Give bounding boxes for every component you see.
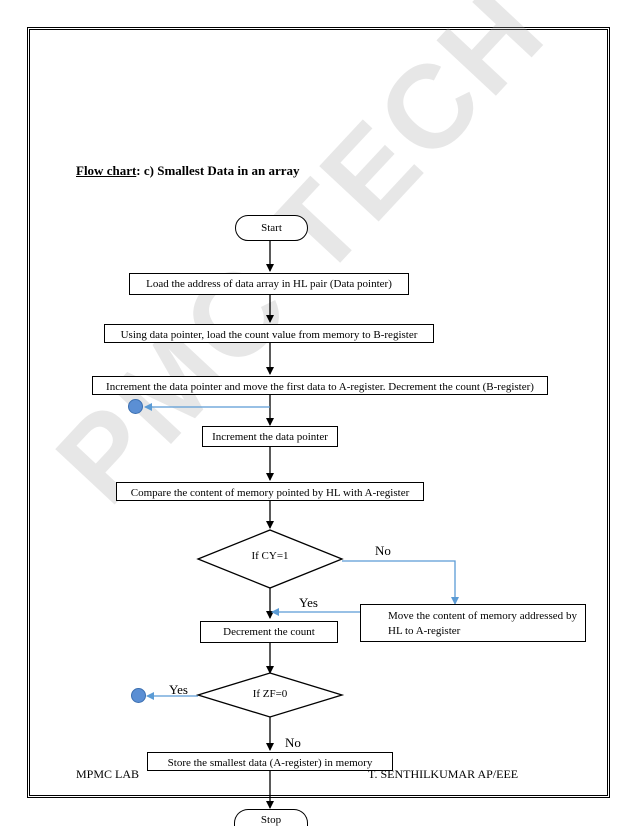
heading-suffix: : c) Smallest Data in an array [136, 163, 300, 178]
footer-left: MPMC LAB [76, 767, 140, 781]
zf-yes-label: Yes [169, 682, 188, 697]
decrement-box: Decrement the count [200, 621, 338, 643]
cy-yes-label: Yes [299, 595, 318, 610]
load-address-box: Load the address of data array in HL pai… [129, 273, 409, 295]
arrow-cy-no-to-move [342, 560, 459, 605]
cy-no-label: No [375, 543, 391, 558]
loop-connector-top [128, 399, 143, 414]
page-border [27, 27, 610, 798]
heading-prefix: Flow chart [76, 163, 137, 178]
start-terminal: Start [235, 215, 308, 241]
stop-terminal: Stop [234, 809, 308, 826]
flowchart-heading: Flow chart: c) Smallest Data in an array [76, 163, 300, 179]
zf-no-label: No [285, 735, 301, 750]
decision-cy-label: If CY=1 [251, 550, 289, 562]
decision-zf-label: If ZF=0 [252, 688, 288, 700]
footer-right: T. SENTHILKUMAR AP/EEE [368, 767, 519, 781]
decision-cy-diamond [196, 529, 344, 589]
loop-connector-bottom [131, 688, 146, 703]
decision-zf-diamond [195, 672, 345, 718]
increment-move-box: Increment the data pointer and move the … [92, 376, 548, 395]
load-count-box: Using data pointer, load the count value… [104, 324, 434, 343]
increment-pointer-box: Increment the data pointer [202, 426, 338, 447]
store-box: Store the smallest data (A-register) in … [147, 752, 393, 771]
move-memory-box: Move the content of memory addressed by … [360, 604, 586, 642]
compare-box: Compare the content of memory pointed by… [116, 482, 424, 501]
